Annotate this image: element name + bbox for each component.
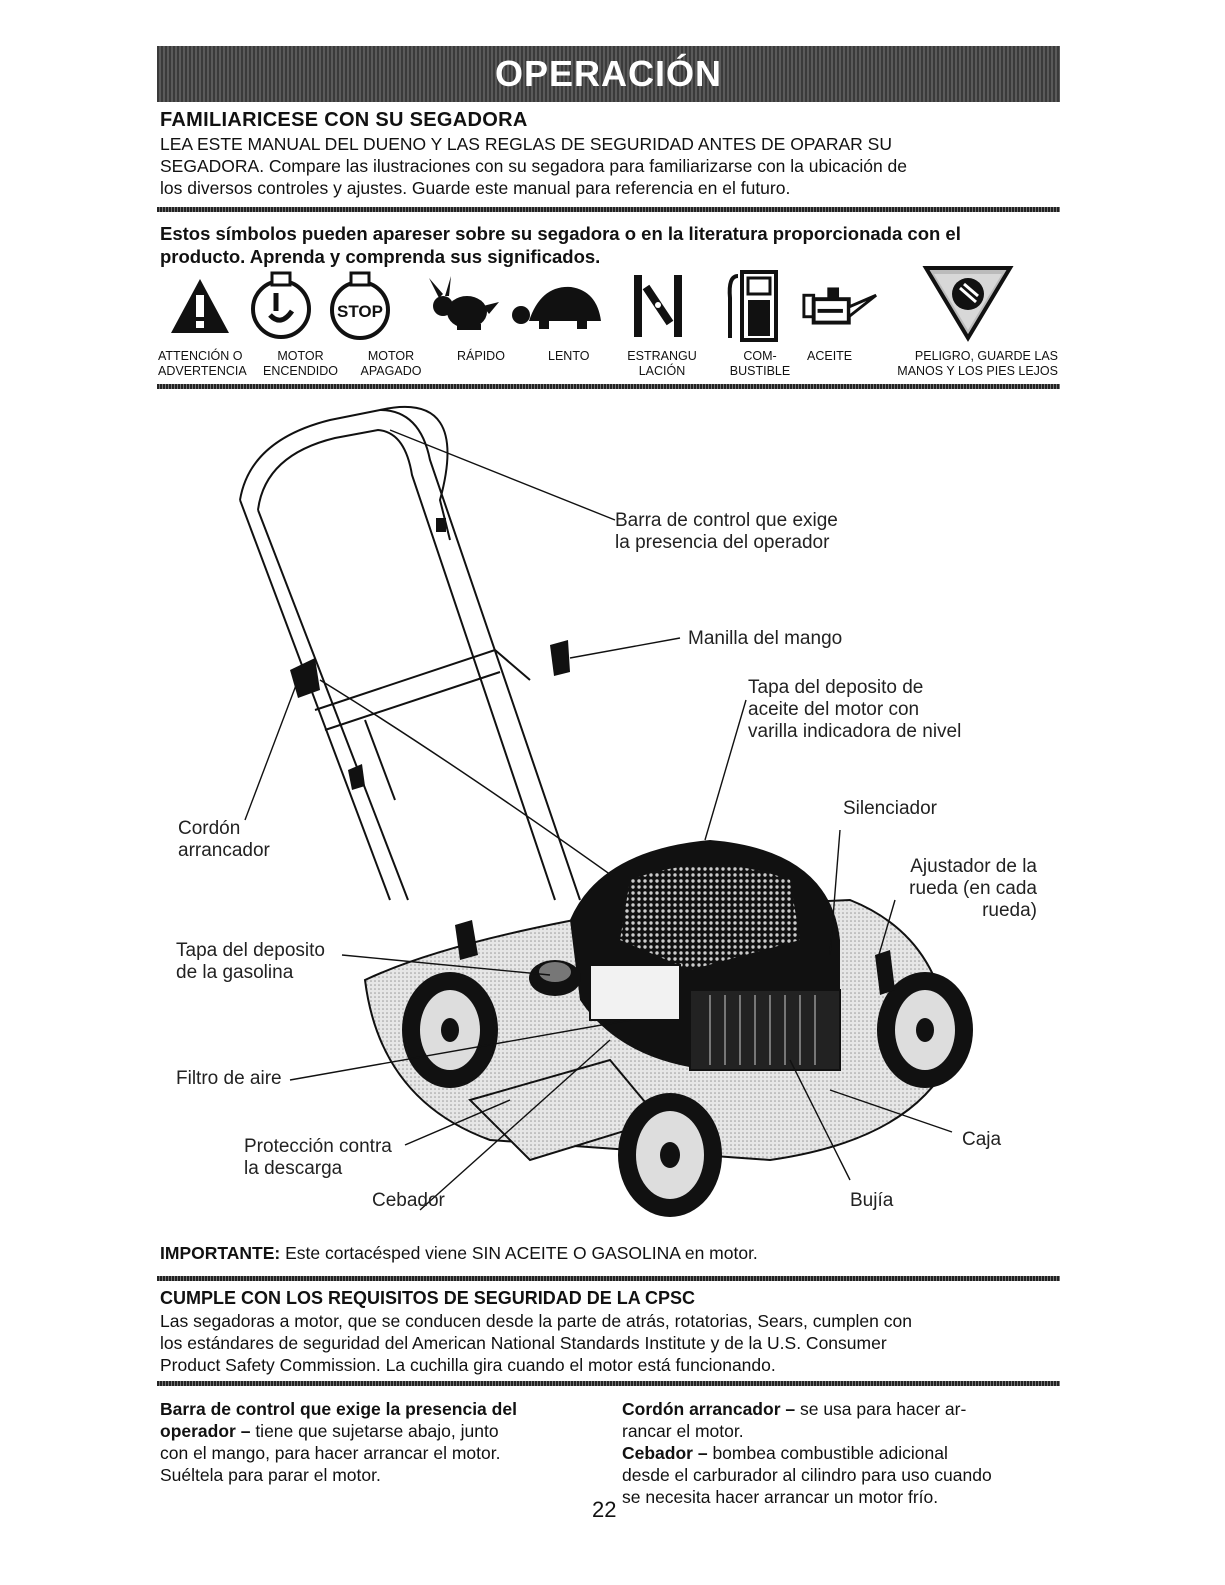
symbols-intro-line: Estos símbolos pueden apareser sobre su … [160,223,961,244]
warning-icon [165,268,235,344]
familiarize-line: LEA ESTE MANUAL DEL DUENO Y LAS REGLAS D… [160,134,892,154]
symbol-label-oil: ACEITE [807,349,853,363]
fast-rabbit-icon [418,268,503,344]
callout-muffler: Silenciador [843,798,937,819]
stop-label: STOP [337,302,383,321]
callout-handle-knob: Manilla del mango [688,628,843,649]
callout-deck: Caja [962,1129,1002,1150]
engine-off-icon: STOP [320,268,400,344]
definition-control-bar: Barra de control que exige la presencia … [160,1399,517,1485]
symbols-intro-line: producto. Aprenda y comprenda sus signif… [160,246,601,267]
cpsc-heading: CUMPLE CON LOS REQUISITOS DE SEGURIDAD D… [160,1288,696,1308]
choke-icon [618,268,698,344]
familiarize-heading: FAMILIARICESE CON SU SEGADORA [160,109,528,131]
engine-on-icon [246,268,316,344]
divider [157,207,1060,212]
divider [157,1381,1060,1386]
symbols-intro: Estos símbolos pueden apareser sobre su … [160,222,1060,268]
familiarize-text: LEA ESTE MANUAL DEL DUENO Y LAS REGLAS D… [160,133,1060,199]
wheel [618,1093,722,1217]
wheel [877,972,973,1088]
section-banner: OPERACIÓN [157,46,1060,102]
definitions-rope-primer: Cordón arrancador – se usa para hacer ar… [622,1399,992,1507]
fuel-icon [724,268,784,344]
hand-hazard-icon [918,264,1018,342]
important-note: IMPORTANTE: Este cortacésped viene SIN A… [160,1243,758,1263]
banner-title: OPERACIÓN [494,53,723,94]
symbol-label-fuel: COM-BUSTIBLE [729,349,791,378]
slow-turtle-icon [510,268,605,344]
lawn-mower-illustration [239,405,973,1217]
divider [157,1276,1060,1281]
callout-primer: Cebador [372,1190,445,1211]
symbol-label-slow: LENTO [548,349,590,363]
wheel [402,972,498,1088]
familiarize-line: los diversos controles y ajustes. Guarde… [160,178,791,198]
callout-air-filter: Filtro de aire [176,1068,282,1089]
callout-spark-plug: Bujía [850,1190,894,1211]
familiarize-line: SEGADORA. Compare las ilustraciones con … [160,156,908,176]
page-number: 22 [592,1497,617,1522]
divider [157,384,1060,389]
oil-can-icon [800,268,880,344]
cpsc-text: Las segadoras a motor, que se conducen d… [160,1311,912,1375]
symbol-label-fast: RÁPIDO [457,349,505,363]
